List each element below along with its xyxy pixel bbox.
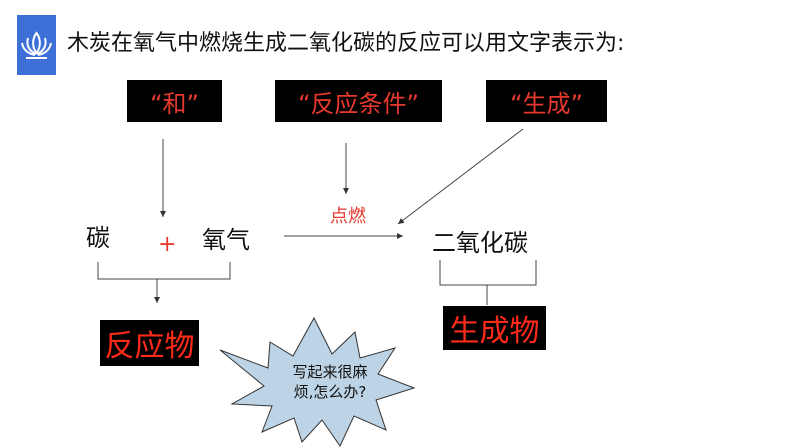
products-box: 生成物 — [443, 306, 546, 350]
label-produce: “生成” — [486, 80, 607, 122]
reactant-bracket — [97, 262, 231, 280]
reactants-box: 反应物 — [100, 320, 199, 366]
bubble-line-1: 写起来很麻 — [292, 363, 368, 381]
burst-bubble — [219, 316, 416, 447]
lotus-icon — [21, 31, 52, 59]
plus-sign: + — [158, 232, 177, 257]
page-title: 木炭在氧气中燃烧生成二氧化碳的反应可以用文字表示为: — [67, 31, 625, 56]
logo — [17, 15, 56, 75]
condition-ignite: 点燃 — [330, 206, 366, 227]
label-produce-text: “生成” — [510, 89, 583, 118]
reactant-oxygen: 氧气 — [202, 226, 250, 254]
arrow-produce — [397, 128, 524, 225]
label-condition-text: “反应条件” — [298, 89, 419, 118]
product-bracket — [439, 260, 537, 286]
reactants-label: 反应物 — [104, 329, 195, 364]
reactant-carbon: 碳 — [86, 224, 110, 252]
products-label: 生成物 — [449, 314, 540, 349]
product-co2: 二氧化碳 — [432, 229, 528, 257]
bubble-text: 写起来很麻 烦,怎么办? — [282, 362, 378, 402]
label-he: “和” — [127, 80, 222, 122]
label-condition: “反应条件” — [275, 80, 442, 122]
label-he-text: “和” — [150, 89, 199, 118]
bubble-line-2: 烦,怎么办? — [293, 383, 367, 401]
